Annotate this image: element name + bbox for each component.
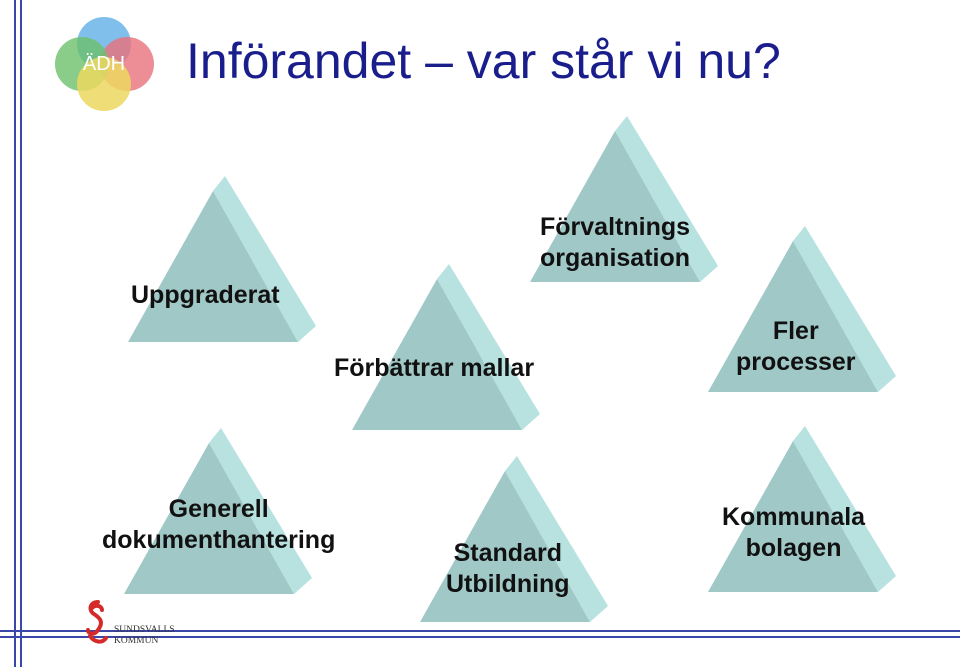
left-border-line [20, 0, 22, 667]
label-line: bolagen [745, 534, 842, 562]
pyramid-kommunala-bolagen [708, 426, 896, 592]
footer-logo-line2: KOMMUN [114, 636, 158, 646]
label-standard-utbildning: Standard Utbildning [446, 538, 570, 600]
label-line: Utbildning [446, 570, 570, 598]
label-line: Förvaltnings [540, 213, 691, 241]
label-line: Generell [168, 495, 269, 523]
label-fler-processer: Fler processer [736, 316, 856, 378]
label-generell-dokumenthantering: Generell dokumenthantering [102, 494, 335, 556]
pyramid-generell-dokumenthantering [124, 428, 312, 594]
label-forvaltnings-organisation: Förvaltnings organisation [540, 212, 690, 274]
bottom-border-line [0, 636, 960, 638]
dragon-icon [86, 600, 108, 644]
bottom-border-line [0, 630, 960, 632]
sundsvalls-kommun-logo: SUNDSVALLS KOMMUN [86, 600, 175, 646]
label-line: dokumenthantering [102, 526, 336, 554]
label-uppgraderat: Uppgraderat [131, 280, 280, 311]
label-forbattrar-mallar: Förbättrar mallar [334, 353, 534, 384]
label-line: Uppgraderat [131, 281, 280, 309]
pyramid-standard-utbildning [420, 456, 608, 622]
pyramid-uppgraderat [128, 176, 316, 342]
left-border-line [14, 0, 16, 667]
label-kommunala-bolagen: Kommunala bolagen [722, 502, 865, 564]
page-title: Införandet – var står vi nu? [186, 33, 781, 89]
adh-logo: ÄDH [55, 17, 154, 111]
label-line: organisation [540, 244, 691, 272]
footer-logo-line1: SUNDSVALLS [114, 625, 175, 635]
label-line: Kommunala [722, 503, 866, 531]
logo-text: ÄDH [83, 53, 125, 75]
pyramid-fler-processer [708, 226, 896, 392]
pyramid-forbattrar-mallar [352, 264, 540, 430]
label-line: Förbättrar mallar [334, 354, 535, 382]
label-line: processer [736, 348, 856, 376]
label-line: Standard [453, 539, 562, 567]
label-line: Fler [772, 317, 819, 345]
pyramid-forvaltnings-organisation [530, 116, 718, 282]
